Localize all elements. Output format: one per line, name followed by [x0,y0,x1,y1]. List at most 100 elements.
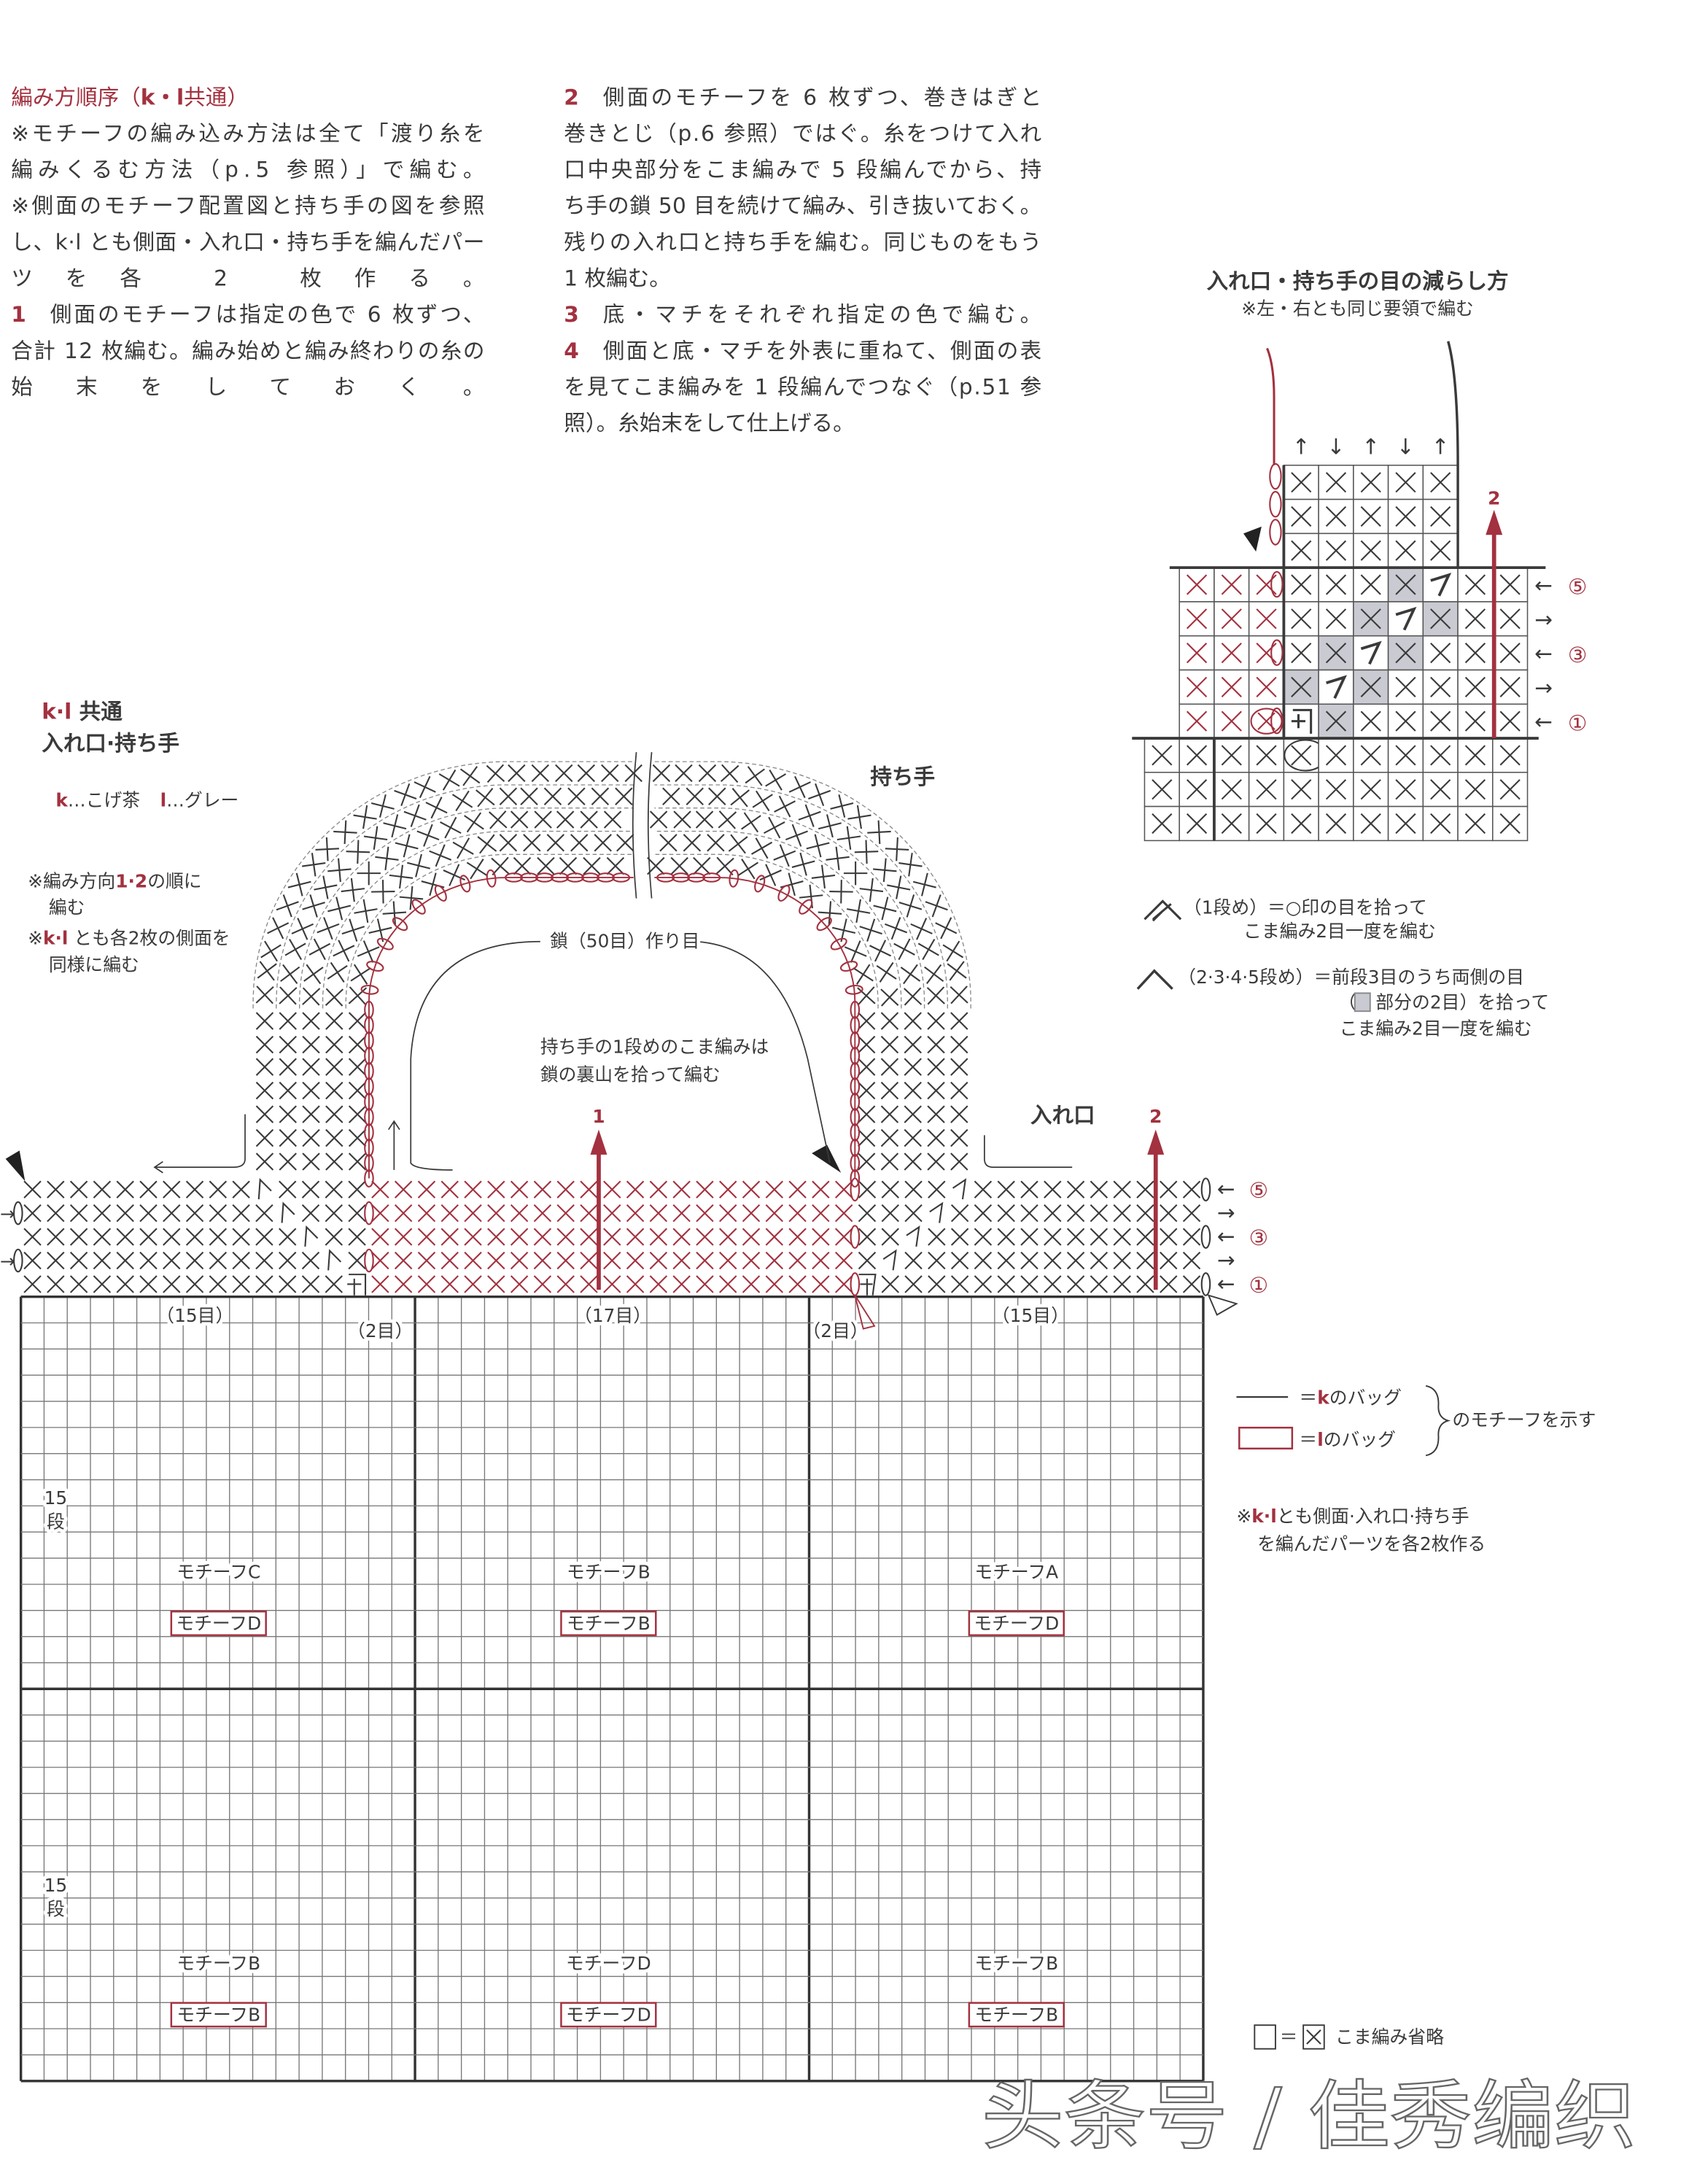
single-crochet-mark [788,775,811,799]
single-crochet-mark [1160,1251,1178,1270]
chain-stitch-oval [459,875,471,893]
single-crochet-mark [715,856,734,876]
single-crochet-mark [718,810,737,829]
single-crochet-mark [464,1204,482,1223]
single-crochet-mark [904,1058,922,1076]
single-crochet-mark [1430,676,1451,697]
single-crochet-mark [1160,1275,1178,1293]
row-number: ⑤ [1249,1178,1269,1203]
single-crochet-mark [927,1035,945,1054]
chain-stitch-oval [364,1000,374,1019]
single-crochet-mark [1499,642,1521,664]
direction-guide-line [153,1114,246,1174]
single-crochet-mark [1499,813,1521,835]
leader-line [410,940,540,1171]
single-crochet-mark [649,1251,668,1270]
chain-stitch-oval [839,961,858,972]
single-crochet-mark [904,1035,922,1054]
single-crochet-mark [649,1204,668,1223]
single-crochet-mark [935,917,958,940]
single-crochet-mark [649,1275,668,1293]
single-crochet-mark [580,1180,598,1199]
decrease-2tog-mark [1360,640,1382,665]
single-crochet-mark [1291,813,1312,835]
single-crochet-mark [873,897,897,921]
single-crochet-mark [912,872,936,897]
single-crochet-mark [904,1153,922,1171]
chain-stitch-oval [1269,519,1282,546]
decrease-2tog-mark [882,1249,897,1271]
direction-guide-line [387,1120,400,1170]
single-crochet-mark [69,1204,88,1223]
single-crochet-mark [1360,472,1381,493]
single-crochet-mark [348,1128,367,1147]
single-crochet-mark [341,918,365,942]
single-crochet-mark [847,899,871,923]
arrow-left-icon: ← [1534,710,1553,735]
chain-stitch-oval [672,872,691,883]
single-crochet-mark [279,1105,297,1123]
single-crochet-mark [394,783,417,807]
single-crochet-mark [1395,676,1416,697]
single-crochet-mark [859,878,884,902]
single-crochet-mark [276,894,299,918]
single-crochet-mark [844,940,867,963]
motif-label: モチーフB [567,1561,651,1582]
opening-label: 入れ口 [1030,1103,1095,1128]
single-crochet-mark [834,1275,853,1293]
single-crochet-mark [425,797,448,819]
chain-stitch-oval [360,984,379,995]
single-crochet-mark [1291,540,1312,561]
single-crochet-mark [325,1228,343,1246]
single-crochet-mark [1186,745,1208,766]
single-crochet-mark [1020,1275,1038,1293]
decrease-2tog-mark [281,1201,295,1223]
single-crochet-mark [69,1275,88,1293]
sc-mark-icon [1306,2029,1321,2045]
chain-stitch-oval [702,872,721,883]
start-triangle-icon [812,1145,842,1173]
single-crochet-mark [904,1251,923,1270]
rows-label: 段 [47,1511,65,1533]
single-crochet-mark [23,1275,42,1293]
legend-text: （2·3·4·5段め）＝前段3目のうち両側の目 [1178,967,1524,988]
rows-label: 15 [44,1875,68,1896]
first-row-decrease-mark [347,1274,367,1296]
arrow-right-icon: → [0,1204,15,1225]
width-label: （2目） [802,1320,868,1341]
single-crochet-mark [1160,1228,1178,1246]
handle-chart [252,752,971,1188]
k-outline [1447,341,1459,568]
single-crochet-mark [1464,813,1486,835]
single-crochet-mark [232,1180,250,1199]
single-crochet-mark [1325,608,1347,630]
single-crochet-mark [1360,540,1381,561]
sc-cell-icon [1302,2024,1325,2050]
single-crochet-mark [1221,574,1242,595]
single-crochet-mark [371,1180,389,1199]
motif-label-boxed: モチーフD [176,1613,261,1634]
single-crochet-mark [765,1180,784,1199]
single-crochet-mark [742,1275,761,1293]
single-crochet-mark [696,1251,714,1270]
single-crochet-mark [808,783,831,807]
text-span: 1·2 [115,870,147,891]
row-outline [276,784,634,1009]
single-crochet-mark [523,834,541,852]
single-crochet-mark [1182,1228,1201,1246]
motif-label: モチーフA [974,1561,1058,1582]
step-number: 3 [564,302,579,327]
single-crochet-mark [533,1204,552,1223]
single-crochet-mark [537,856,555,875]
chain-stitch-oval [850,1107,861,1126]
single-crochet-mark [1066,1275,1085,1293]
single-crochet-mark [302,894,325,918]
single-crochet-mark [93,1204,112,1223]
instruction-line: 照）。糸始末をして仕上げる。 [564,411,854,435]
single-crochet-mark [533,1228,552,1246]
single-crochet-mark [1325,710,1347,732]
text-span: の順に [147,870,201,891]
single-crochet-mark [325,1058,343,1076]
single-crochet-mark [859,918,882,942]
